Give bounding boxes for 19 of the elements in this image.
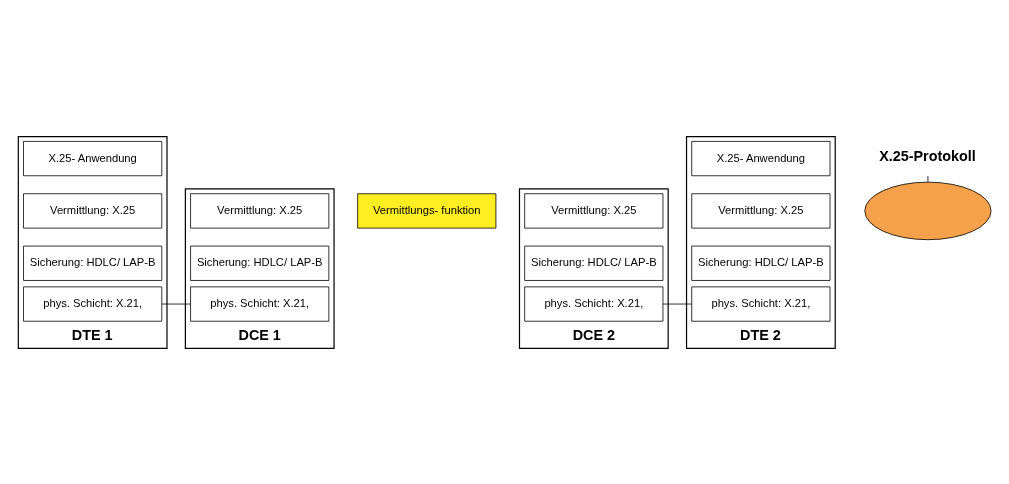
node-box: Sicherung: HDLC/ LAP-B: [23, 245, 163, 281]
connector: [662, 303, 693, 304]
node-box: phys. Schicht: X.21,: [524, 285, 664, 322]
node-box: Sicherung: HDLC/ LAP-B: [190, 245, 330, 281]
node-box: X.25- Anwendung: [23, 140, 163, 176]
node-box: phys. Schicht: X.21,: [190, 285, 330, 322]
node-box: Vermittlung: X.25: [691, 192, 831, 228]
node-ellipse: [864, 181, 992, 240]
node-box: Sicherung: HDLC/ LAP-B: [691, 245, 831, 281]
node-text: X.25-Protokoll: [879, 147, 976, 164]
node-box: Vermittlung: X.25: [524, 192, 664, 228]
connector: [161, 303, 191, 304]
node-box: X.25- Anwendung: [691, 140, 831, 176]
node-box: phys. Schicht: X.21,: [691, 285, 831, 322]
node-box: Vermittlung: X.25: [23, 192, 163, 228]
node-box: Vermittlung: X.25: [190, 192, 330, 228]
node-box: Sicherung: HDLC/ LAP-B: [524, 245, 664, 281]
node-box: phys. Schicht: X.21,: [23, 285, 163, 322]
node-box: Vermittlungs- funktion: [357, 192, 497, 228]
